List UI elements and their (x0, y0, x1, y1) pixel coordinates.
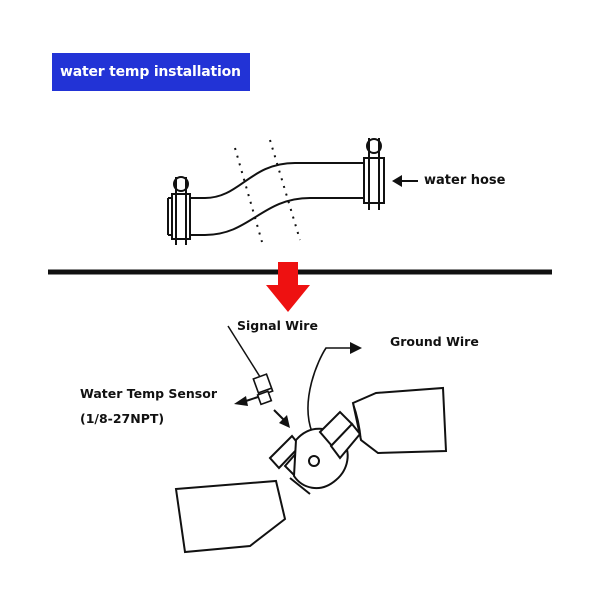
water-temp-sensor (252, 373, 274, 406)
title-banner: water temp installation (52, 53, 250, 91)
temp-adapter-fitting (268, 410, 362, 495)
sensor-thread-label: (1/8-27NPT) (80, 411, 165, 426)
water-hose-label: water hose (424, 173, 506, 188)
water-hose-drawing (167, 162, 373, 236)
water-hose-arrow (392, 175, 418, 187)
sensor-install-arrow (273, 409, 290, 428)
red-down-arrow (266, 262, 310, 312)
right-hose-end (351, 386, 448, 455)
hose-outline (168, 162, 372, 236)
ground-wire-arrow (350, 342, 362, 354)
ground-wire-label: Ground Wire (390, 334, 479, 349)
signal-wire-label: Signal Wire (237, 318, 318, 333)
sensor-label-arrow (234, 396, 259, 406)
signal-wire (227, 325, 263, 381)
ground-wire (307, 347, 352, 433)
diagram-title: water temp installation (60, 64, 241, 80)
right-hose-clamp (363, 138, 385, 210)
left-hose-end (174, 479, 287, 554)
sensor-name-label: Water Temp Sensor (80, 386, 217, 401)
cut-lines (234, 139, 301, 243)
left-hose-clamp (171, 176, 191, 245)
